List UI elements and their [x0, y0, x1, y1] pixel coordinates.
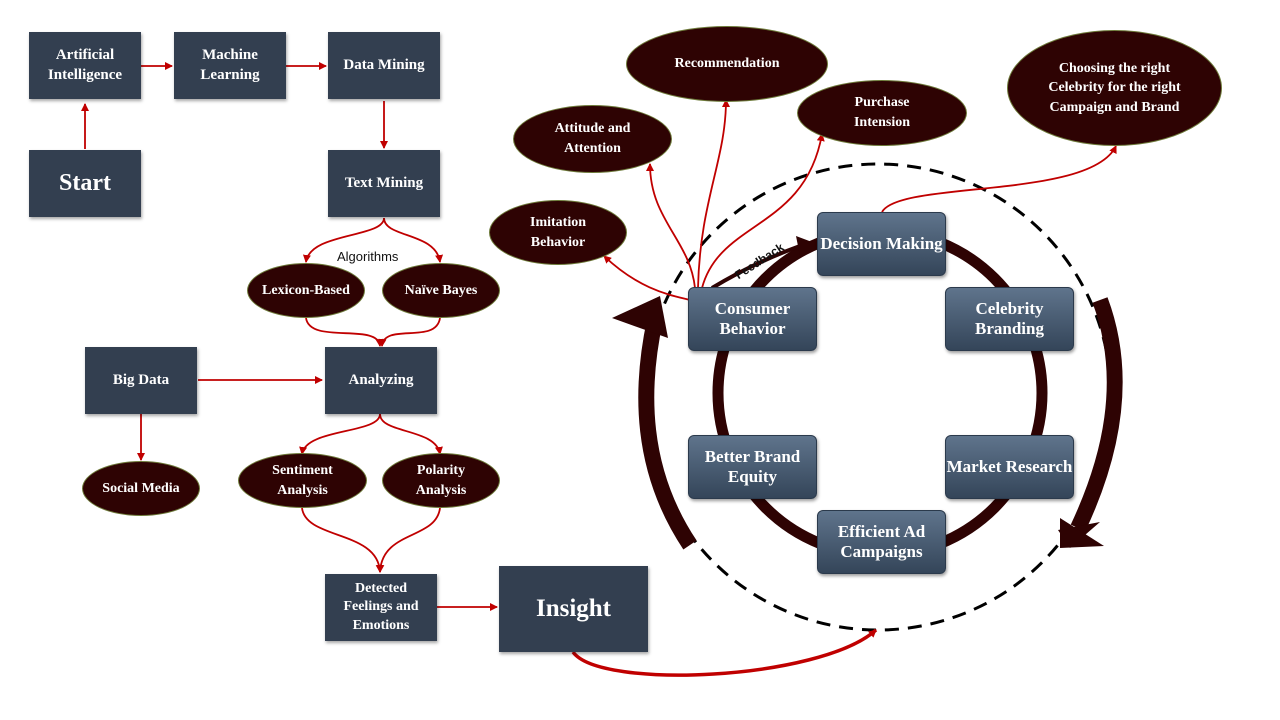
feedback-arrow	[710, 244, 801, 290]
start-box: Start	[29, 150, 141, 217]
imitation-behavior-oval: Imitation Behavior	[489, 200, 627, 265]
text-mining-box: Text Mining	[328, 150, 440, 217]
choosing-celebrity-oval: Choosing the right Celebrity for the rig…	[1007, 30, 1222, 146]
attitude-attention-oval: Attitude and Attention	[513, 105, 672, 173]
machine-learning-box: Machine Learning	[174, 32, 286, 99]
celebrity-branding-box: Celebrity Branding	[945, 287, 1074, 351]
naive-bayes-oval: Naïve Bayes	[382, 263, 500, 318]
insight-box: Insight	[499, 566, 648, 652]
lexicon-based-oval: Lexicon-Based	[247, 263, 365, 318]
detected-feelings-box: Detected Feelings and Emotions	[325, 574, 437, 641]
big-data-box: Big Data	[85, 347, 197, 414]
better-brand-equity-box: Better Brand Equity	[688, 435, 817, 499]
left-cycle-arrow	[638, 318, 697, 550]
decision-making-box: Decision Making	[817, 212, 946, 276]
algorithms-label: Algorithms	[337, 249, 399, 264]
recommendation-oval: Recommendation	[626, 26, 828, 102]
right-cycle-arrow	[1070, 297, 1123, 532]
efficient-ad-campaigns-box: Efficient Ad Campaigns	[817, 510, 946, 574]
artificial-intelligence-box: Artificial Intelligence	[29, 32, 141, 99]
inner-cycle-ring	[712, 225, 1048, 561]
purchase-intension-oval: Purchase Intension	[797, 80, 967, 146]
analyzing-box: Analyzing	[325, 347, 437, 414]
data-mining-box: Data Mining	[328, 32, 440, 99]
sentiment-analysis-oval: Sentiment Analysis	[238, 453, 367, 508]
consumer-behavior-box: Consumer Behavior	[688, 287, 817, 351]
social-media-oval: Social Media	[82, 461, 200, 516]
polarity-analysis-oval: Polarity Analysis	[382, 453, 500, 508]
insight-to-cycle-arrow	[571, 628, 878, 677]
market-research-box: Market Research	[945, 435, 1074, 499]
